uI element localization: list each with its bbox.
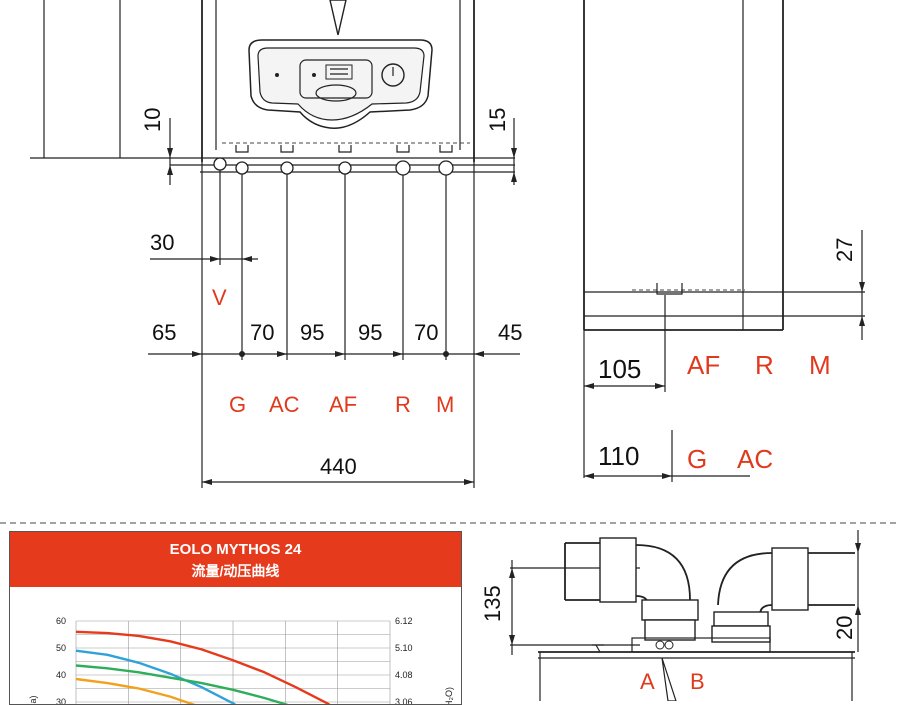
y-right-tick-510: 5.10 — [395, 643, 413, 653]
dim-10: 10 — [140, 108, 165, 132]
y-right-tick-612: 6.12 — [395, 616, 413, 626]
connection-fittings — [236, 145, 452, 152]
label-r: R — [395, 392, 411, 417]
side-label-r: R — [755, 350, 774, 380]
dim-440: 440 — [320, 454, 357, 479]
connection-m — [439, 161, 453, 175]
dim-110: 110 — [598, 441, 639, 471]
connection-af — [339, 162, 351, 174]
connection-r — [396, 161, 410, 175]
dim-70-right: 70 — [414, 320, 438, 345]
side-label-g: G — [687, 444, 707, 474]
label-v: V — [212, 285, 227, 310]
dim-45: 45 — [498, 320, 522, 345]
flue-label-a: A — [640, 669, 655, 694]
dim-65: 65 — [152, 320, 176, 345]
y-left-tick-30: 30 — [56, 697, 66, 705]
dim-70-left: 70 — [250, 320, 274, 345]
dim-135: 135 — [480, 585, 505, 622]
side-label-ac: AC — [737, 444, 773, 474]
connection-ac — [281, 162, 293, 174]
side-label-m: M — [809, 350, 831, 380]
flow-pressure-chart: EOLO MYTHOS 24 流量/动压曲线 60 50 40 30 6.12 … — [9, 531, 462, 705]
y-left-tick-60: 60 — [56, 616, 66, 626]
flue-label-b: B — [690, 669, 705, 694]
dim-95-left: 95 — [300, 320, 324, 345]
y-right-tick-306: 3.06 — [395, 697, 413, 705]
chart-subtitle: 流量/动压曲线 — [10, 558, 461, 581]
dim-15: 15 — [485, 108, 510, 132]
dim-95-right: 95 — [358, 320, 382, 345]
control-panel — [249, 40, 432, 128]
label-af: AF — [329, 392, 357, 417]
side-label-af: AF — [687, 350, 720, 380]
flue-view: 135 2 — [480, 530, 861, 701]
y-right-tick-408: 4.08 — [395, 670, 413, 680]
y-left-tick-40: 40 — [56, 670, 66, 680]
label-g: G — [229, 392, 246, 417]
dim-27: 27 — [832, 238, 857, 262]
chart-plot: 60 50 40 30 6.12 5.10 4.08 3.06 (kPa) H₂… — [10, 587, 461, 705]
flue-pipe-left — [565, 538, 698, 640]
connection-v — [214, 158, 226, 170]
side-view: 27 105 AF R M 110 G AC — [584, 0, 865, 482]
chart-header: EOLO MYTHOS 24 流量/动压曲线 — [10, 532, 461, 587]
dim-20: 20 — [832, 616, 857, 640]
label-ac: AC — [269, 392, 300, 417]
connection-g — [236, 162, 248, 174]
y-left-axis-label: (kPa) — [28, 695, 38, 705]
flame-emblem — [330, 0, 346, 35]
chart-title: EOLO MYTHOS 24 — [10, 532, 461, 558]
y-left-tick-50: 50 — [56, 643, 66, 653]
dim-30: 30 — [150, 230, 174, 255]
front-view: 10 15 30 V 65 70 95 95 70 45 G AC AF R M — [30, 0, 522, 488]
chart-series — [76, 632, 346, 705]
label-m: M — [436, 392, 454, 417]
dim-105: 105 — [598, 354, 641, 384]
y-right-axis-label: H₂O) — [444, 687, 454, 705]
